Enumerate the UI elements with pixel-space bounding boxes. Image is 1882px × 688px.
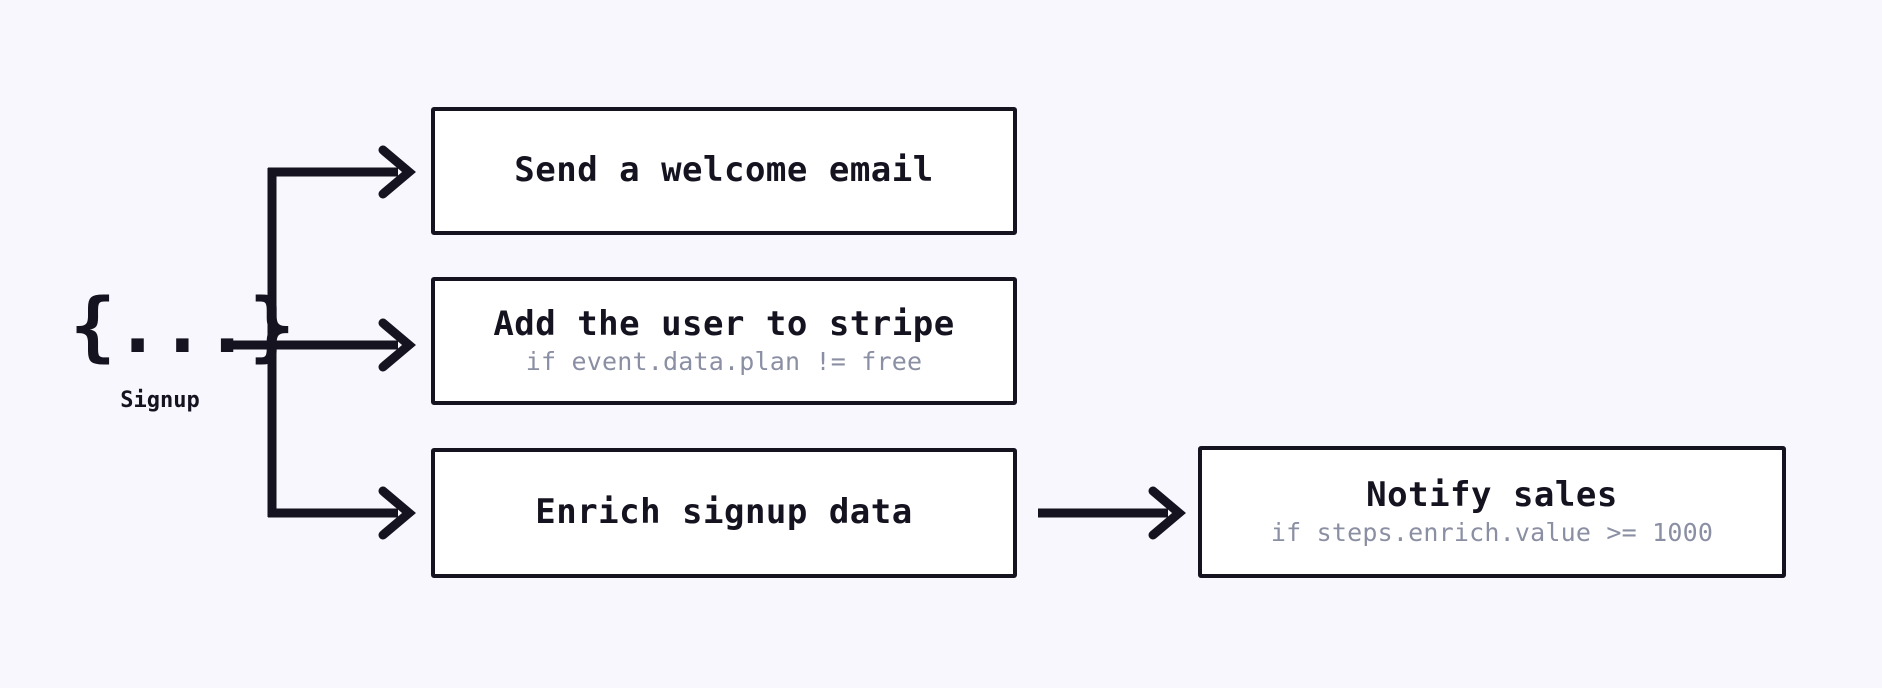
step-box-enrich-data[interactable]: Enrich signup data (431, 448, 1017, 578)
step-title: Notify sales (1366, 475, 1618, 516)
step-box-welcome-email[interactable]: Send a welcome email (431, 107, 1017, 235)
step-title: Enrich signup data (535, 492, 913, 533)
trigger-label-signup: Signup (120, 388, 200, 414)
step-box-add-stripe[interactable]: Add the user to stripe if event.data.pla… (431, 277, 1017, 405)
step-condition: if steps.enrich.value >= 1000 (1270, 518, 1714, 548)
trigger-node-signup[interactable]: {...} Signup (70, 281, 295, 414)
step-condition: if event.data.plan != free (525, 347, 923, 377)
step-box-notify-sales[interactable]: Notify sales if steps.enrich.value >= 10… (1198, 446, 1786, 578)
step-title: Send a welcome email (514, 150, 934, 191)
arrowhead-enrich-data (378, 486, 416, 540)
arrowhead-welcome-email (378, 145, 416, 199)
json-event-braces-icon: {...} (70, 281, 295, 370)
step-title: Add the user to stripe (493, 304, 955, 345)
arrowhead-notify-sales (1148, 486, 1186, 540)
arrowhead-add-stripe (378, 318, 416, 372)
